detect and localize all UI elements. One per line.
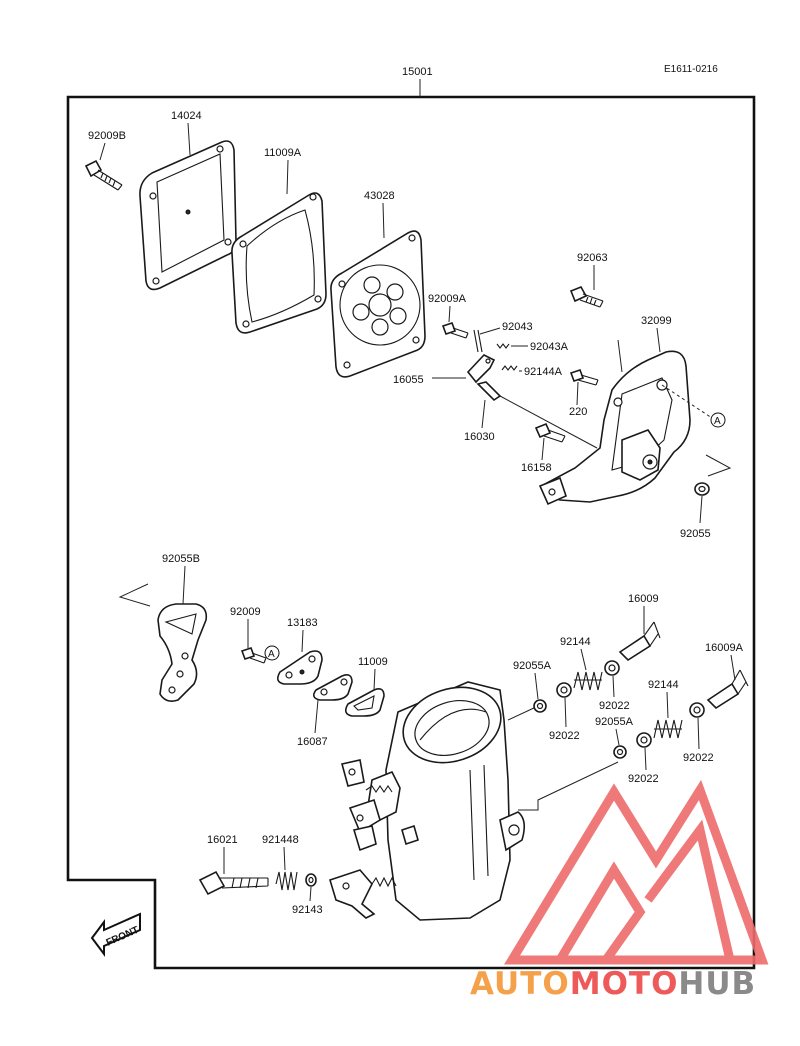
ref-mark-a2	[264, 645, 280, 661]
label-11009A: 11009A	[264, 147, 302, 159]
label-11009: 11009	[358, 656, 388, 668]
assembly-number-label: 15001	[402, 66, 433, 78]
diaphragm-cover-14024	[139, 140, 237, 291]
spring-92043A	[496, 343, 510, 349]
ref-leader-a1	[661, 384, 713, 419]
needle-16030	[476, 381, 502, 402]
diaphragm-43028	[330, 230, 426, 378]
label-32099: 32099	[641, 315, 672, 327]
gasket-11009	[344, 688, 385, 717]
label-16030: 16030	[464, 431, 495, 443]
cover-13183	[276, 650, 323, 685]
label-92055: 92055	[680, 528, 711, 540]
label-92022-2: 92022	[599, 700, 630, 712]
label-14024: 14024	[171, 110, 202, 122]
gasket-92055B	[157, 603, 208, 702]
label-92009A: 92009A	[428, 293, 467, 305]
label-92143: 92143	[292, 904, 323, 916]
gasket-16087	[312, 674, 353, 701]
spring-92144-upper	[573, 671, 603, 691]
label-92022-3: 92022	[628, 773, 659, 785]
screw-92009	[240, 646, 267, 664]
pump-cover-32099	[538, 350, 691, 506]
label-92022-1: 92022	[549, 730, 580, 742]
label-92043: 92043	[502, 321, 533, 333]
screw-220	[569, 368, 599, 386]
gasket-11009A	[231, 192, 327, 334]
label-92055B: 92055B	[162, 553, 200, 565]
washer-92055	[694, 482, 710, 496]
ref-mark-a1	[710, 412, 726, 428]
label-16158: 16158	[521, 462, 552, 474]
svg-text:A: A	[268, 649, 275, 660]
washer-92143	[305, 873, 317, 887]
label-92009B: 92009B	[88, 130, 126, 142]
spring-92144B	[275, 871, 298, 891]
label-16009: 16009	[628, 593, 659, 605]
label-92043A: 92043A	[530, 341, 569, 353]
washer-92022-4	[689, 702, 705, 718]
lever-16055	[466, 354, 496, 384]
label-92144-upper: 92144	[560, 636, 591, 648]
washer-92055A-upper	[533, 699, 547, 713]
mixture-screw-16009	[618, 621, 661, 662]
watermark-logo-icon	[504, 779, 769, 965]
label-43028: 43028	[364, 190, 395, 202]
bolt-92009B	[84, 159, 123, 191]
doc-code: E1611-0216	[664, 64, 718, 75]
label-16021: 16021	[207, 834, 238, 846]
washer-92022-2	[604, 660, 620, 676]
label-16055: 16055	[393, 374, 424, 386]
label-16087: 16087	[297, 736, 328, 748]
label-92144A: 92144A	[524, 366, 563, 378]
label-92055A-upper: 92055A	[513, 660, 552, 672]
label-220: 220	[569, 406, 587, 418]
mixture-screw-16009A	[706, 669, 749, 710]
label-92063: 92063	[577, 252, 608, 264]
carburetor-body	[329, 681, 526, 921]
watermark-text: AUTOMOTOHUB	[470, 966, 756, 1002]
label-92009: 92009	[230, 606, 261, 618]
svg-text:A: A	[714, 416, 721, 427]
label-92022-4: 92022	[683, 752, 714, 764]
washer-92022-3	[636, 732, 652, 748]
label-92055A-lower: 92055A	[595, 716, 634, 728]
spring-92144A	[501, 365, 518, 371]
pin-92043	[473, 329, 483, 353]
label-92144B: 921448	[262, 834, 299, 846]
label-92144-lower: 92144	[648, 679, 679, 691]
washer-92022-1	[556, 682, 572, 698]
label-16009A: 16009A	[705, 642, 744, 654]
front-arrow-icon: FRONT	[90, 912, 141, 957]
screw-92009A	[441, 321, 469, 339]
assembly-frame	[66, 95, 756, 970]
washer-92055A-lower	[613, 745, 627, 759]
screw-16158	[534, 422, 566, 443]
label-13183: 13183	[287, 617, 318, 629]
spring-92144-lower	[653, 719, 683, 739]
adjust-screw-16021	[198, 870, 269, 896]
bolt-92063	[569, 285, 604, 308]
